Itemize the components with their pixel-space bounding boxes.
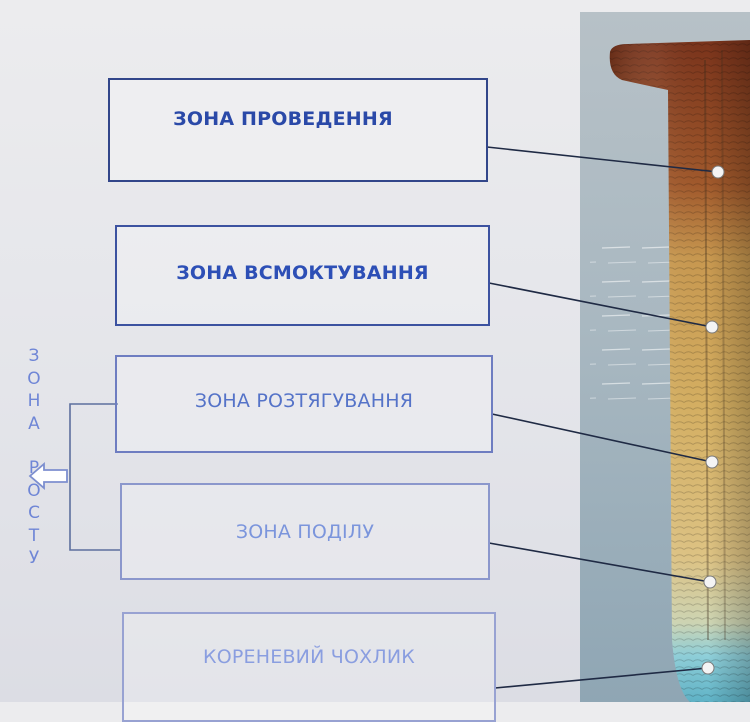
growth-zone-vertical-label: З О Н А Р О С Т У [22, 345, 46, 570]
root-illustration [609, 40, 750, 702]
zone-box-absorption: ЗОНА ВСМОКТУВАННЯ [115, 225, 490, 326]
connector-division [488, 542, 711, 583]
connector-dot [705, 320, 719, 334]
zone-box-conduction: ЗОНА ПРОВЕДЕННЯ [108, 78, 488, 182]
connector-root-cap [494, 667, 709, 689]
connector-dot [703, 575, 717, 589]
growth-letter: О [27, 368, 41, 389]
zone-label-elongation: ЗОНА РОЗТЯГУВАННЯ [194, 390, 414, 412]
root-diagram [28, 12, 750, 702]
zone-label-conduction: ЗОНА ПРОВЕДЕННЯ [173, 108, 393, 130]
growth-letter: З [28, 346, 40, 366]
growth-letter: Р [28, 458, 40, 478]
connector-dot [705, 455, 719, 469]
zone-label-division: ЗОНА ПОДІЛУ [235, 520, 375, 543]
growth-letter: С [28, 503, 40, 523]
connector-dot [701, 661, 715, 675]
connector-conduction [486, 146, 719, 173]
growth-zone-arrow-icon [28, 462, 68, 490]
growth-letter: Н [27, 391, 41, 411]
connector-dot [711, 165, 725, 179]
growth-zone-bracket [69, 403, 120, 551]
connector-elongation [491, 413, 713, 463]
growth-letter: А [28, 413, 40, 434]
zone-label-root-cap: КОРЕНЕВИЙ ЧОХЛИК [203, 646, 415, 668]
connector-lines [486, 146, 719, 689]
growth-letter: Т [28, 525, 40, 546]
growth-letter: У [28, 548, 40, 568]
connector-dots [701, 165, 725, 675]
zone-box-root-cap: КОРЕНЕВИЙ ЧОХЛИК [122, 612, 496, 722]
zone-box-division: ЗОНА ПОДІЛУ [120, 483, 490, 580]
growth-letter: О [27, 480, 41, 501]
connector-absorption [488, 282, 713, 328]
zone-box-elongation: ЗОНА РОЗТЯГУВАННЯ [115, 355, 493, 453]
zone-label-absorption: ЗОНА ВСМОКТУВАННЯ [176, 261, 429, 284]
